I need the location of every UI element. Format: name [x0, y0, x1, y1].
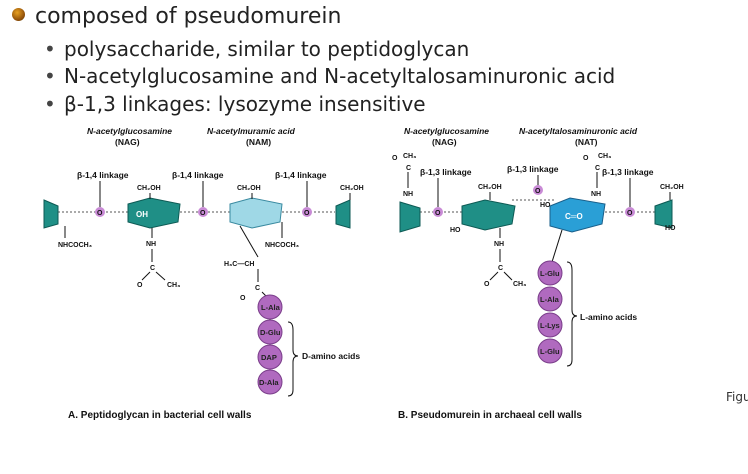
bullet-main-text: composed of pseudomurein	[35, 4, 342, 29]
ho-b3: HO	[665, 225, 676, 232]
ch3-b: CH₃	[513, 281, 526, 288]
nam-name-a: N-acetylmuramic acid	[207, 126, 296, 136]
nag-name-b: N-acetylglucosamine	[404, 126, 489, 136]
nh-b2: NH	[591, 191, 601, 198]
svg-text:C: C	[255, 285, 260, 292]
nag-ring-b	[461, 199, 516, 231]
nag-abbr-a: (NAG)	[115, 137, 140, 147]
co-label: C═O	[565, 212, 583, 221]
svg-text:O: O	[137, 282, 143, 289]
svg-text:O: O	[535, 188, 541, 195]
nh-a: NH	[146, 241, 156, 248]
nam-abbr-a: (NAM)	[246, 137, 271, 147]
partial-ring-right-b	[654, 199, 673, 229]
figure-b: N-acetylglucosamine (NAG) N-acetyltalosa…	[392, 126, 684, 421]
nat-abbr-b: (NAT)	[575, 137, 598, 147]
ch2oh-a2: CH₂OH	[237, 185, 261, 192]
linkage-label-b3: β-1,3 linkage	[602, 167, 654, 177]
svg-text:O: O	[97, 210, 103, 217]
svg-text:O: O	[627, 210, 633, 217]
linkage-label-a1: β-1,4 linkage	[77, 170, 129, 180]
nh-b1: NH	[403, 191, 413, 198]
sub-bullet-text: β-1,3 linkages: lysozyme insensitive	[64, 92, 426, 116]
sub-bullet-1: •polysaccharide, similar to peptidoglyca…	[44, 37, 470, 61]
sub-bullet-text: N-acetylglucosamine and N-acetyltalosami…	[64, 64, 616, 88]
svg-text:CH₃: CH₃	[403, 153, 416, 160]
ch2oh-a1: CH₂OH	[137, 185, 161, 192]
svg-text:O: O	[240, 295, 246, 302]
ho-b2: HO	[540, 202, 551, 209]
caption-a: A. Peptidoglycan in bacterial cell walls	[68, 410, 252, 421]
amino-acids-a: L-Ala D-Glu DAP D-Ala	[257, 294, 283, 395]
svg-text:C: C	[498, 265, 503, 272]
l-amino-label: L-amino acids	[580, 312, 637, 322]
bullet-dot-icon	[12, 8, 25, 21]
sub-bullet-2: •N-acetylglucosamine and N-acetyltalosam…	[44, 64, 616, 88]
svg-text:O: O	[435, 210, 441, 217]
nam-ring-a	[229, 197, 283, 229]
linkage-label-b2: β-1,3 linkage	[507, 164, 559, 174]
bullet-main: composed of pseudomurein	[12, 4, 341, 29]
amino-a-1: L-Ala	[261, 303, 281, 312]
ho-b1: HO	[450, 227, 461, 234]
partial-ring-left-b	[399, 201, 421, 233]
nh-b3: NH	[494, 241, 504, 248]
partial-ring-left-a	[43, 199, 59, 229]
svg-text:O: O	[200, 210, 206, 217]
linkage-label-a2: β-1,4 linkage	[172, 170, 224, 180]
svg-text:CH₃: CH₃	[598, 153, 611, 160]
sub-bullet-text: polysaccharide, similar to peptidoglycan	[64, 37, 470, 61]
nat-ring-b	[549, 197, 606, 233]
svg-text:O: O	[583, 155, 589, 162]
ch2oh-b2: CH₂OH	[660, 184, 684, 191]
nag-name-a: N-acetylglucosamine	[87, 126, 172, 136]
partial-ring-right-a	[335, 199, 351, 229]
nat-name-b: N-acetyltalosaminuronic acid	[519, 126, 638, 136]
amino-b-1: L-Glu	[540, 269, 560, 278]
ring-oh-label: OH	[136, 210, 148, 219]
ch2oh-b1: CH₂OH	[478, 184, 502, 191]
svg-text:C: C	[406, 165, 411, 172]
svg-text:O: O	[392, 155, 398, 162]
nhcoch3-a1: NHCOCH₃	[58, 242, 92, 249]
amino-acids-b: L-Glu L-Ala L-Lys L-Glu	[537, 260, 563, 364]
svg-text:O: O	[304, 210, 310, 217]
sub-bullet-3: •β-1,3 linkages: lysozyme insensitive	[44, 92, 426, 116]
figure-a: N-acetylglucosamine (NAG) N-acetylmurami…	[43, 126, 364, 421]
svg-text:CH₃: CH₃	[167, 282, 180, 289]
nhcoch3-a2: NHCOCH₃	[265, 242, 299, 249]
d-amino-label: D-amino acids	[302, 351, 360, 361]
h3c-ch-a: H₃C—CH	[224, 261, 254, 268]
linkage-label-a3: β-1,4 linkage	[275, 170, 327, 180]
svg-text:O: O	[484, 281, 490, 288]
amino-a-4: D-Ala	[259, 378, 279, 387]
amino-a-3: DAP	[261, 353, 277, 362]
svg-text:C: C	[595, 165, 600, 172]
figure-label: Figu	[726, 390, 748, 404]
amino-a-2: D-Glu	[260, 328, 281, 337]
caption-b: B. Pseudomurein in archaeal cell walls	[398, 410, 582, 421]
amino-b-2: L-Ala	[540, 295, 560, 304]
amino-b-4: L-Glu	[540, 347, 560, 356]
amino-b-3: L-Lys	[540, 321, 560, 330]
svg-text:C: C	[150, 265, 155, 272]
nag-abbr-b: (NAG)	[432, 137, 457, 147]
linkage-label-b1: β-1,3 linkage	[420, 167, 472, 177]
ch2oh-a3: CH₂OH	[340, 185, 364, 192]
